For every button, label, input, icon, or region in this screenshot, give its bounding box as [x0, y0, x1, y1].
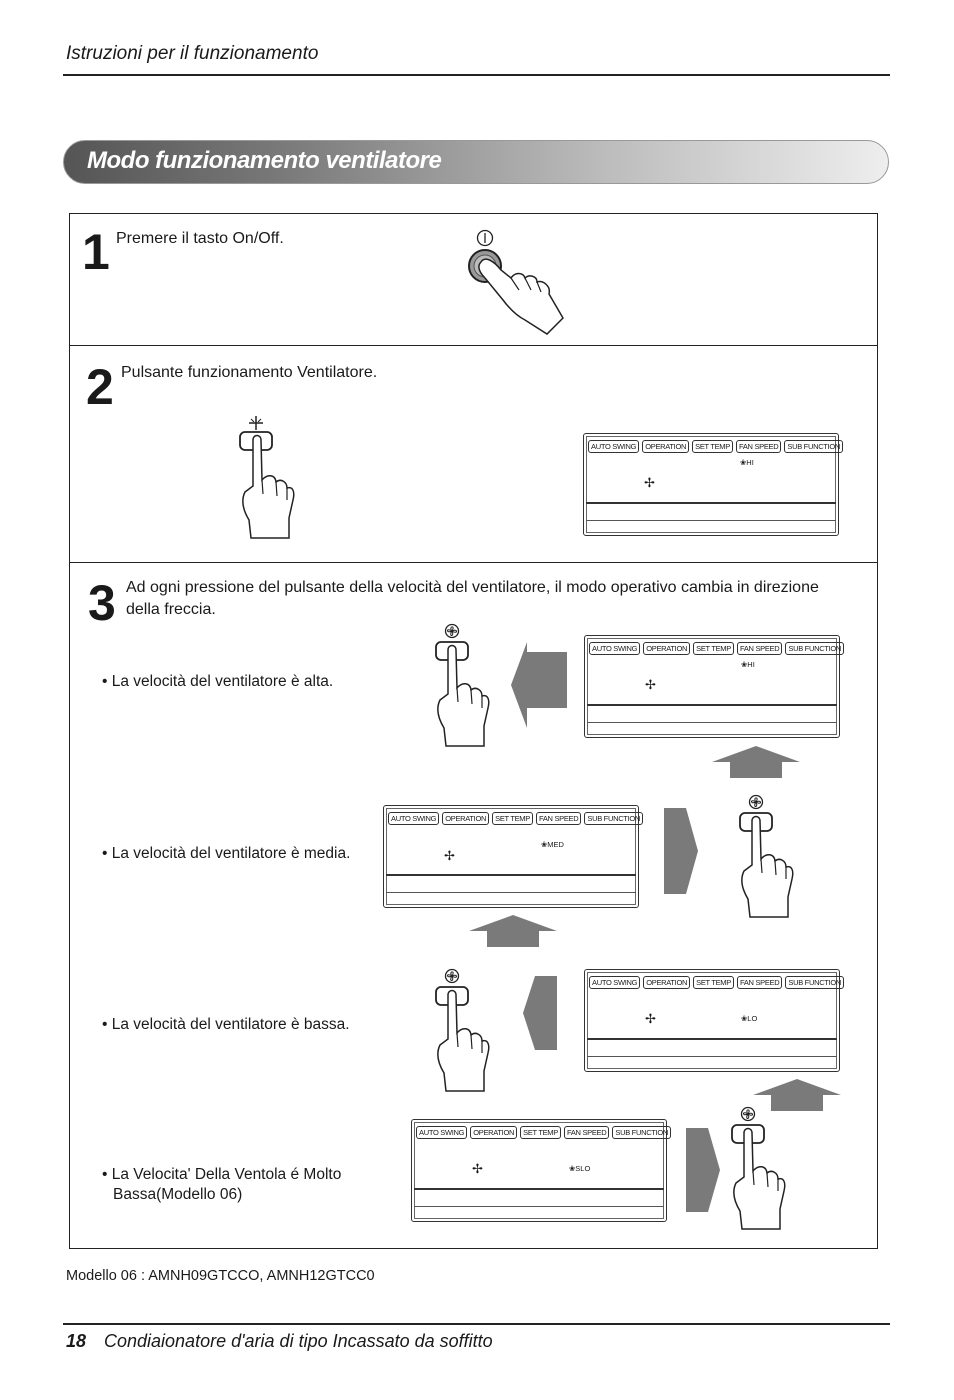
- bullet-very-low-speed-line2: Bassa(Modello 06): [113, 1186, 243, 1203]
- model-footnote: Modello 06 : AMNH09GTCCO, AMNH12GTCC0: [66, 1268, 375, 1284]
- lcd-display-step2: AUTO SWING OPERATION SET TEMP FAN SPEED …: [583, 433, 844, 536]
- lcd-tab-fan-speed: FAN SPEED: [736, 642, 783, 655]
- lcd-tab-auto-swing: AUTO SWING: [589, 976, 641, 989]
- fan-speed-indicator: ❀HI: [741, 660, 755, 669]
- hand-press-fan-speed-icon: [435, 623, 490, 747]
- arrow-left-icon: [511, 642, 567, 728]
- arrow-left-icon: [523, 976, 557, 1050]
- arrow-up-icon: [469, 915, 557, 947]
- lcd-tab-auto-swing: AUTO SWING: [416, 1126, 468, 1139]
- lcd-tab-auto-swing: AUTO SWING: [388, 812, 440, 825]
- lcd-tab-set-temp: SET TEMP: [693, 976, 734, 989]
- page-number: 18: [66, 1331, 87, 1351]
- bullet-very-low-speed-line1: • La Velocita' Della Ventola é Molto: [102, 1166, 342, 1183]
- steps-box: [69, 213, 878, 1249]
- footer-rule: [63, 1323, 890, 1325]
- fan-mode-icon: ✢: [444, 848, 455, 863]
- page-header-title: Istruzioni per il funzionamento: [66, 43, 319, 64]
- arrow-up-med: [469, 915, 557, 947]
- lcd-tab-fan-speed: FAN SPEED: [563, 1126, 610, 1139]
- lcd-display-lo: AUTO SWING OPERATION SET TEMP FAN SPEED …: [584, 969, 845, 1072]
- fan-icon: ❀: [740, 458, 747, 467]
- lcd-tab-sub-function: SUB FUNCTION: [785, 642, 845, 655]
- step-1-number: 1: [82, 224, 110, 280]
- fan-icon: ❀: [741, 1014, 748, 1023]
- arrow-up-lo: [753, 1079, 841, 1111]
- fan-icon: ❀: [541, 840, 548, 849]
- arrow-left-lo: [523, 976, 557, 1050]
- lcd-tab-sub-function: SUB FUNCTION: [612, 1126, 672, 1139]
- fan-speed-button-press-hi: [430, 622, 490, 750]
- fan-mode-icon: ✢: [645, 677, 656, 692]
- arrow-right-med: [664, 808, 698, 894]
- arrow-left-hi: [511, 642, 567, 728]
- lcd-tab-set-temp: SET TEMP: [492, 812, 533, 825]
- step-2-text: Pulsante funzionamento Ventilatore.: [121, 364, 378, 381]
- step-divider-2: [69, 562, 878, 563]
- lcd-tab-set-temp: SET TEMP: [520, 1126, 561, 1139]
- bullet-high-speed: • La velocità del ventilatore è alta.: [102, 673, 334, 690]
- arrow-right-slo: [686, 1128, 720, 1212]
- hand-press-fan-speed-icon: [731, 1106, 786, 1230]
- lcd-display-hi: AUTO SWING OPERATION SET TEMP FAN SPEED …: [584, 635, 845, 738]
- arrow-up-icon: [753, 1079, 841, 1111]
- lcd-tab-operation: OPERATION: [470, 1126, 518, 1139]
- lcd-tab-sub-function: SUB FUNCTION: [784, 440, 844, 453]
- arrow-up-icon: [712, 746, 800, 778]
- fan-icon: ❀: [741, 660, 748, 669]
- section-banner: [63, 140, 889, 184]
- lcd-display-slo: AUTO SWING OPERATION SET TEMP FAN SPEED …: [411, 1119, 672, 1222]
- bullet-low-speed: • La velocità del ventilatore è bassa.: [102, 1016, 350, 1033]
- lcd-tab-sub-function: SUB FUNCTION: [584, 812, 644, 825]
- step-1-text: Premere il tasto On/Off.: [116, 230, 284, 247]
- lcd-tab-fan-speed: FAN SPEED: [735, 440, 782, 453]
- power-button-illustration: [463, 228, 578, 345]
- fan-mode-icon: ✢: [472, 1161, 483, 1176]
- fan-speed-button-press-med: [734, 793, 794, 921]
- step-divider-1: [69, 345, 878, 346]
- bullet-medium-speed: • La velocità del ventilatore è media.: [102, 845, 351, 862]
- section-title: Modo funzionamento ventilatore: [87, 147, 442, 174]
- lcd-tab-auto-swing: AUTO SWING: [589, 642, 641, 655]
- footer-title: Condiaionatore d'aria di tipo Incassato …: [104, 1331, 493, 1351]
- lcd-tab-operation: OPERATION: [643, 976, 691, 989]
- lcd-tab-set-temp: SET TEMP: [692, 440, 733, 453]
- step-3-text: Ad ogni pressione del pulsante della vel…: [126, 579, 819, 618]
- lcd-tab-sub-function: SUB FUNCTION: [785, 976, 845, 989]
- lcd-tab-operation: OPERATION: [643, 642, 691, 655]
- hand-press-fan-speed-icon: [435, 968, 490, 1092]
- lcd-tab-auto-swing: AUTO SWING: [588, 440, 640, 453]
- fan-icon: ❀: [569, 1164, 576, 1173]
- hand-press-fan-mode-icon: [239, 416, 295, 539]
- arrow-right-icon: [664, 808, 698, 894]
- lcd-display-med: AUTO SWING OPERATION SET TEMP FAN SPEED …: [383, 805, 644, 908]
- hand-press-fan-speed-icon: [739, 794, 794, 918]
- fan-mode-button-press: [237, 410, 297, 547]
- fan-mode-icon: ✢: [645, 1011, 656, 1026]
- step-2-number: 2: [86, 359, 114, 415]
- fan-speed-button-press-slo: [726, 1105, 786, 1233]
- step-3-number: 3: [88, 575, 116, 631]
- fan-mode-icon: ✢: [644, 475, 655, 490]
- header-rule: [63, 74, 890, 76]
- fan-speed-button-press-lo: [430, 967, 490, 1095]
- arrow-up-hi: [712, 746, 800, 778]
- fan-speed-indicator: ❀MED: [541, 840, 564, 849]
- lcd-tab-fan-speed: FAN SPEED: [535, 812, 582, 825]
- lcd-tab-operation: OPERATION: [442, 812, 490, 825]
- arrow-right-icon: [686, 1128, 720, 1212]
- lcd-tab-operation: OPERATION: [642, 440, 690, 453]
- hand-press-power-icon: [468, 229, 564, 335]
- fan-speed-indicator: ❀LO: [741, 1014, 758, 1023]
- lcd-tab-set-temp: SET TEMP: [693, 642, 734, 655]
- lcd-tab-fan-speed: FAN SPEED: [736, 976, 783, 989]
- fan-speed-indicator: ❀HI: [740, 458, 754, 467]
- fan-speed-indicator: ❀SLO: [569, 1164, 591, 1173]
